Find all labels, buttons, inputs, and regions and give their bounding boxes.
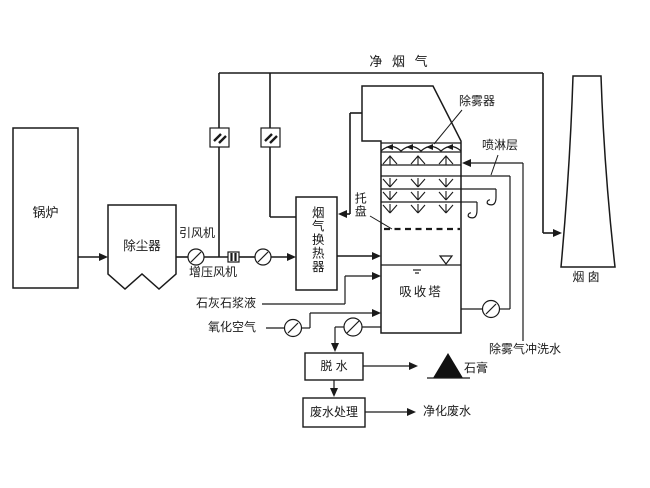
label-demister: 除雾器 <box>459 94 496 108</box>
booster-fan-symbol <box>254 248 272 266</box>
demister-flush-line <box>462 159 524 341</box>
dewatering-to-wastewater-arrow <box>330 380 338 397</box>
label-clean-flue-gas: 净 烟 气 <box>369 54 431 69</box>
label-gypsum: 石膏 <box>464 361 489 375</box>
gas-path-lines <box>78 72 562 261</box>
label-absorber-tower: 吸收塔 <box>399 285 443 299</box>
label-booster-fan: 增压风机 <box>189 265 238 279</box>
label-demister-flush-water: 除雾气冲洗水 <box>489 342 562 356</box>
damper-bypass-2 <box>260 127 281 148</box>
damper-bypass-1 <box>209 127 230 148</box>
gypsum-arrow <box>363 362 418 370</box>
label-limestone-slurry: 石灰石浆液 <box>196 296 257 310</box>
gypsum-pile <box>427 353 470 379</box>
label-oxidation-air: 氧化空气 <box>208 320 257 334</box>
absorber-tower-outline <box>361 85 462 334</box>
spray-header-lines <box>381 164 461 203</box>
label-dust-collector: 除尘器 <box>123 239 161 253</box>
pointer-lines <box>369 109 499 230</box>
oxidation-air-line <box>266 309 381 338</box>
label-tray: 托盘 <box>353 192 368 218</box>
label-chimney: 烟 囱 <box>572 270 600 284</box>
label-purified-wastewater: 净化废水 <box>423 404 472 418</box>
slurry-bleed-line <box>331 317 381 352</box>
recirculation-loop <box>461 175 511 319</box>
spray-nozzles-down-row <box>382 155 454 165</box>
label-boiler: 锅炉 <box>32 205 59 220</box>
label-induced-draft-fan: 引风机 <box>179 226 216 240</box>
liquid-level <box>381 255 461 274</box>
boiler-box <box>12 127 79 289</box>
induced-draft-fan-symbol <box>187 248 205 266</box>
dust-collector-box <box>107 204 177 291</box>
expansion-joint-symbol <box>227 251 240 263</box>
demister-band <box>380 142 462 153</box>
purified-wastewater-arrow <box>365 408 416 416</box>
label-dewatering: 脱 水 <box>320 358 348 373</box>
spray-nozzles-up-rows <box>382 178 454 214</box>
gas-heat-exchanger-box <box>295 196 338 291</box>
label-wastewater-treatment: 废水处理 <box>309 404 358 419</box>
chimney-outline <box>560 75 616 268</box>
label-spray-layer: 喷淋层 <box>482 138 519 152</box>
label-gas-heat-exchanger: 烟气换热器 <box>309 206 324 274</box>
limestone-slurry-line <box>262 272 381 305</box>
